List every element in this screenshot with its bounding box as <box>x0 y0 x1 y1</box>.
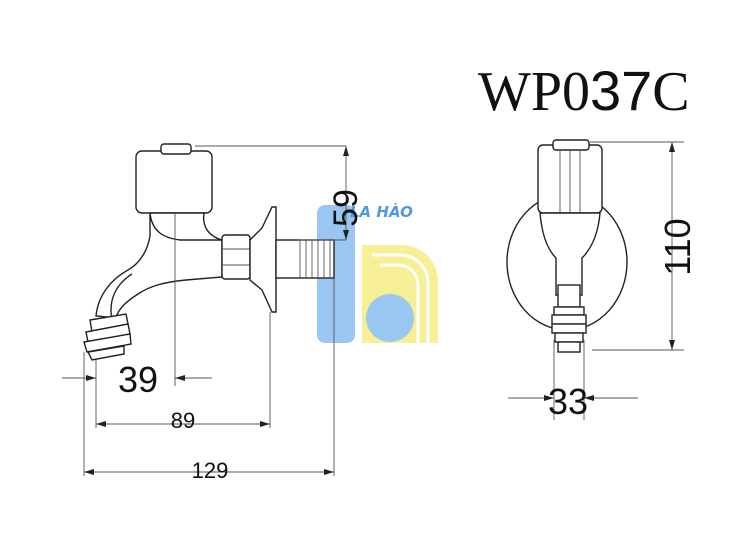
logo-text: LA HÀO <box>350 202 413 221</box>
dim-89: 89 <box>171 408 195 433</box>
handle-cap <box>160 143 192 155</box>
watermark-logo: LA HÀO <box>317 202 438 343</box>
hose-nozzle <box>83 313 132 361</box>
thread-lines <box>299 240 331 278</box>
front-body <box>539 212 601 296</box>
handle-neck <box>150 212 223 241</box>
dim-33: 33 <box>548 381 588 422</box>
dim-59: 59 <box>327 189 365 227</box>
handle <box>135 150 213 214</box>
front-stem <box>557 284 581 308</box>
model-number: WP037C <box>478 59 690 123</box>
faucet-front-view: 110 33 <box>506 139 698 422</box>
spout-body <box>95 212 223 319</box>
faucet-side-view: 59 39 89 129 <box>62 143 365 483</box>
threaded-stub <box>275 239 335 279</box>
dim-129: 129 <box>192 458 229 483</box>
hex-nut <box>221 234 251 280</box>
logo-blue-dot <box>366 294 414 342</box>
wall-flange <box>249 206 277 313</box>
dim-39: 39 <box>118 359 158 400</box>
dim-110: 110 <box>657 218 698 275</box>
front-nozzle <box>551 306 587 353</box>
